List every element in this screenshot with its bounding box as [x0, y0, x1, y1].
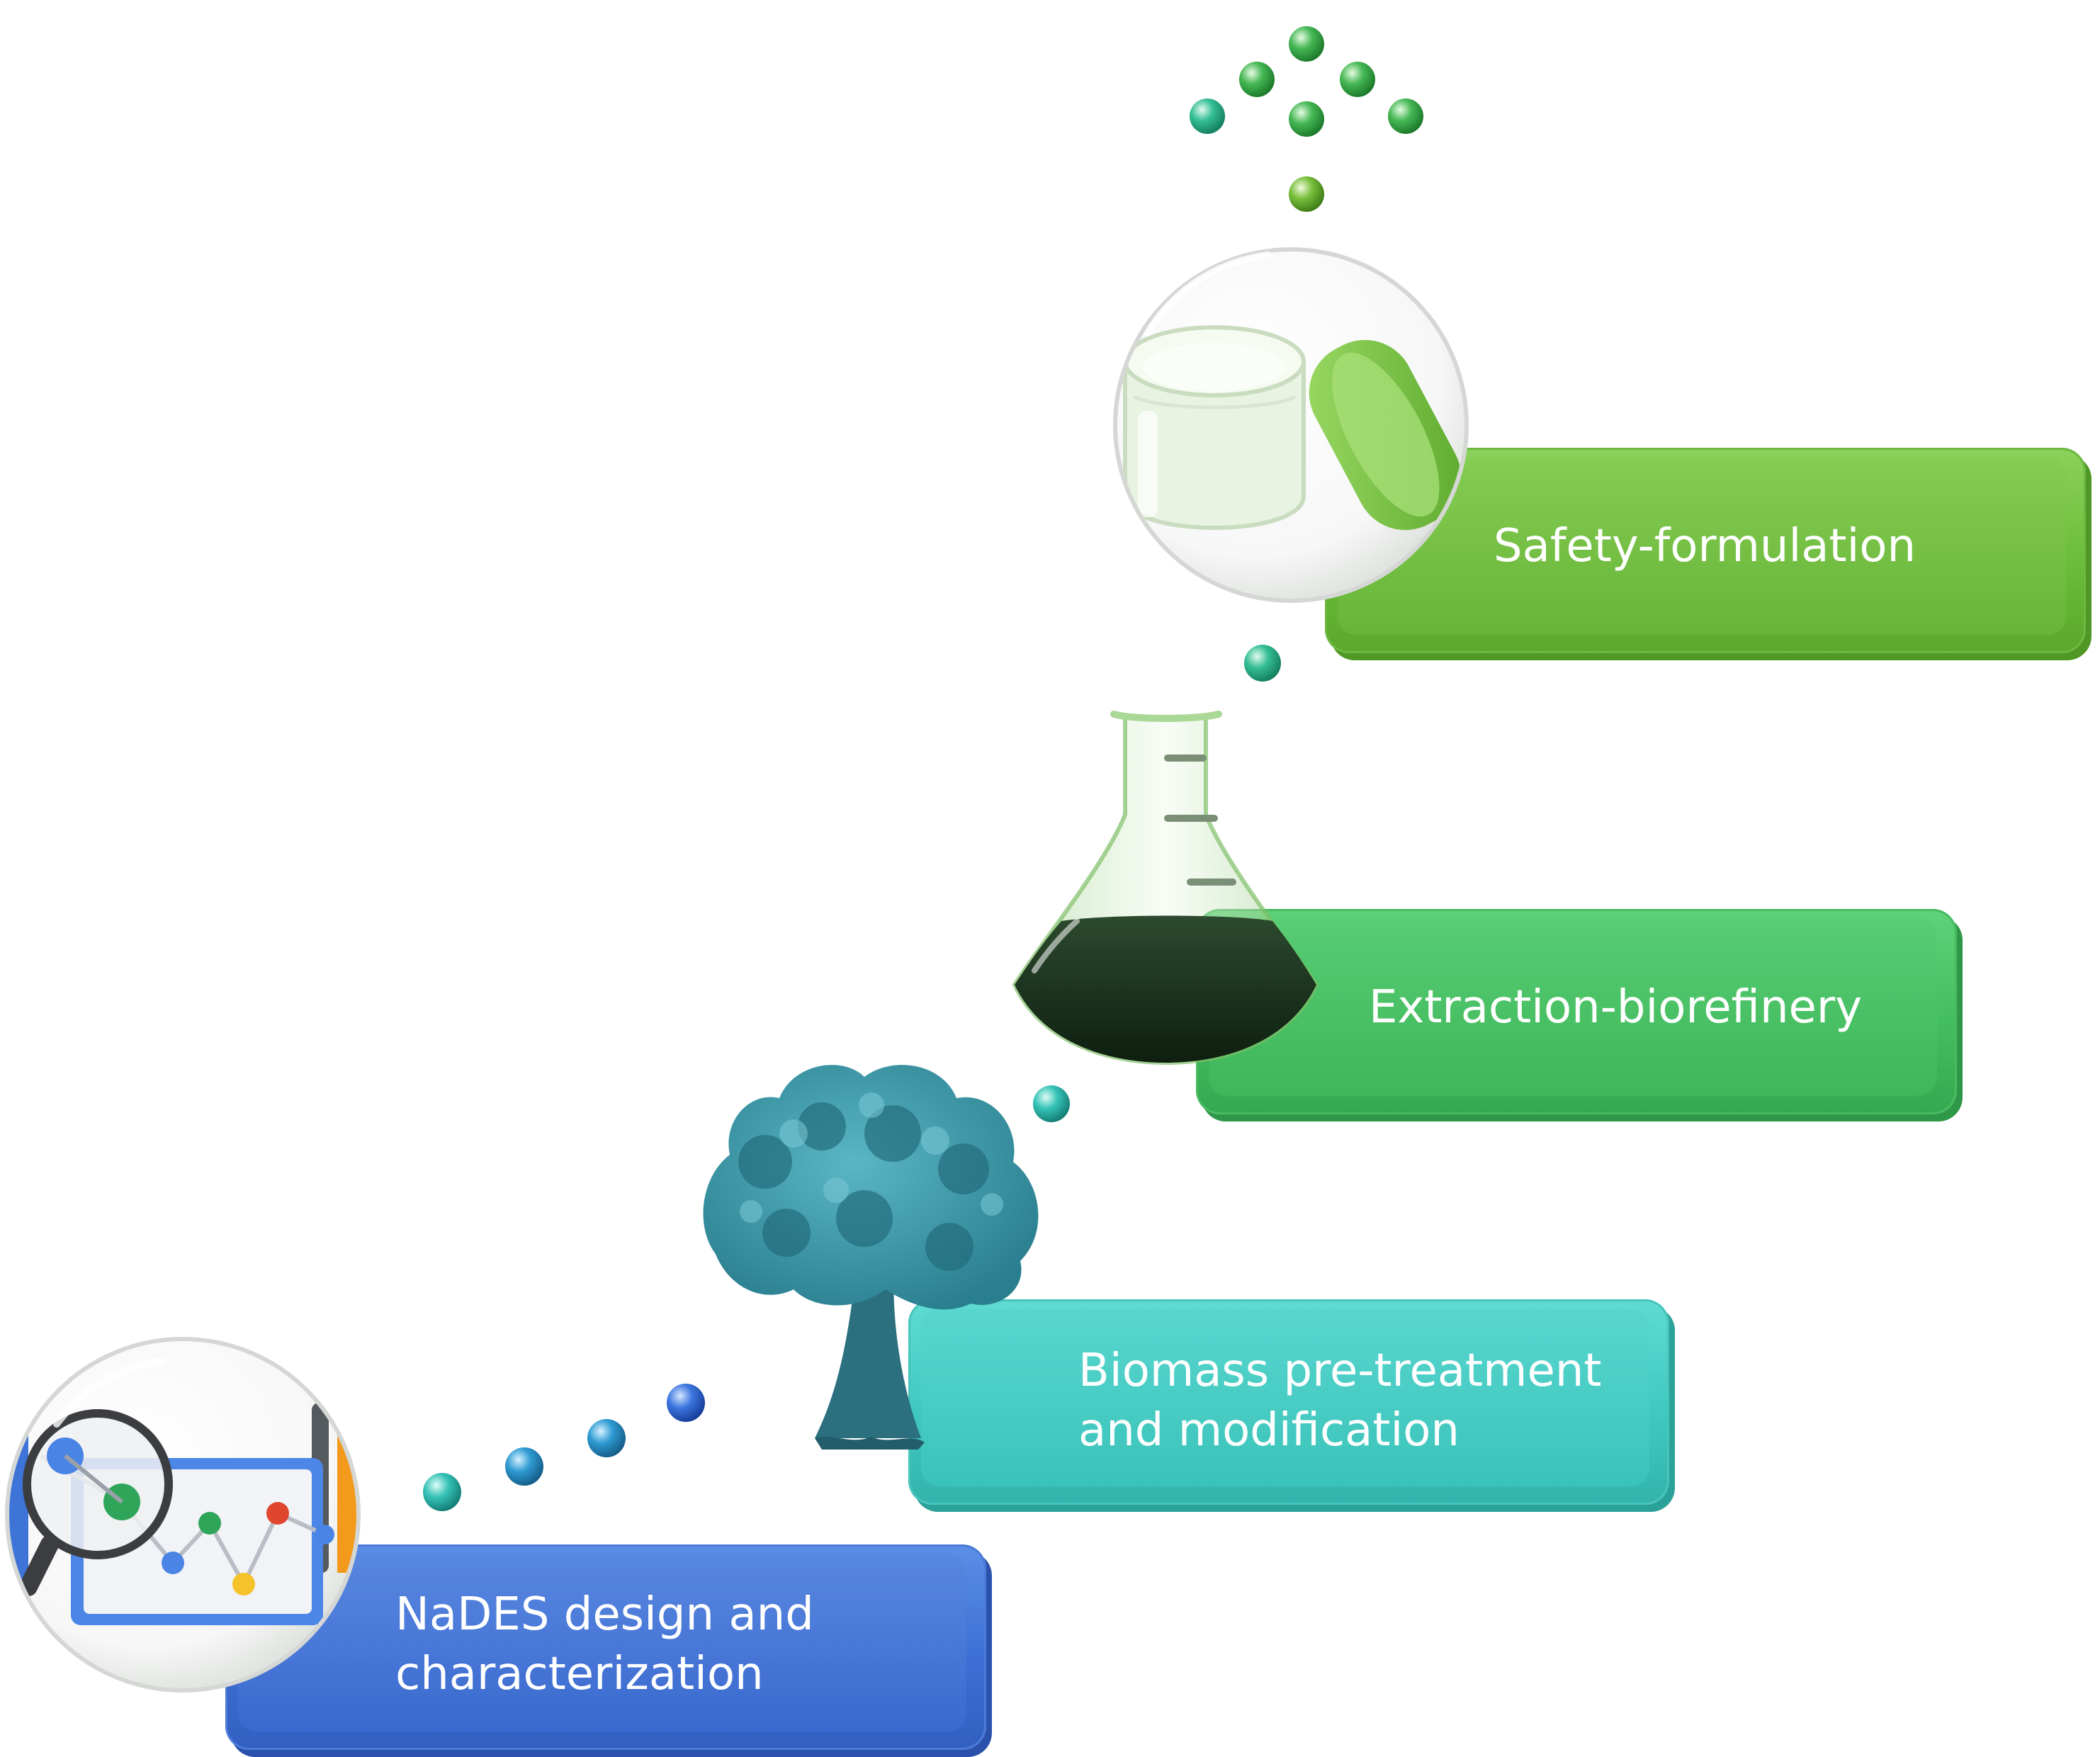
erlenmeyer-flask-icon — [1012, 711, 1319, 1066]
step-label-extraction-line-1: Extraction-biorefinery — [1369, 981, 1863, 1034]
arrow-dots-top — [1190, 26, 1423, 212]
step-label-biomass-line-1: Biomass pre-treatment — [1078, 1345, 1602, 1397]
step-box-biomass-pretreatment: Biomass pre-treatment and modification — [908, 1299, 1669, 1505]
connector-dots-2 — [1033, 1085, 1070, 1122]
step-label-biomass-line-2: and modification — [1078, 1404, 1460, 1457]
connector-dots-3 — [1244, 645, 1281, 682]
step-label-nades-line-1: NaDES design and — [395, 1588, 814, 1641]
tree-icon — [703, 1065, 1039, 1450]
step-label-safety-line-1: Safety-formulation — [1494, 520, 1916, 572]
step-label-nades-line-2: characterization — [395, 1648, 764, 1700]
cream-jar-icon — [1113, 247, 1469, 603]
step-box-safety-formulation: Safety-formulation — [1325, 448, 2086, 653]
connector-dots-1 — [423, 1384, 705, 1511]
line-chart-magnifier-icon — [5, 1337, 361, 1693]
step-box-nades-design: NaDES design and characterization — [225, 1544, 986, 1750]
step-box-extraction-biorefinery: Extraction-biorefinery — [1196, 909, 1957, 1114]
